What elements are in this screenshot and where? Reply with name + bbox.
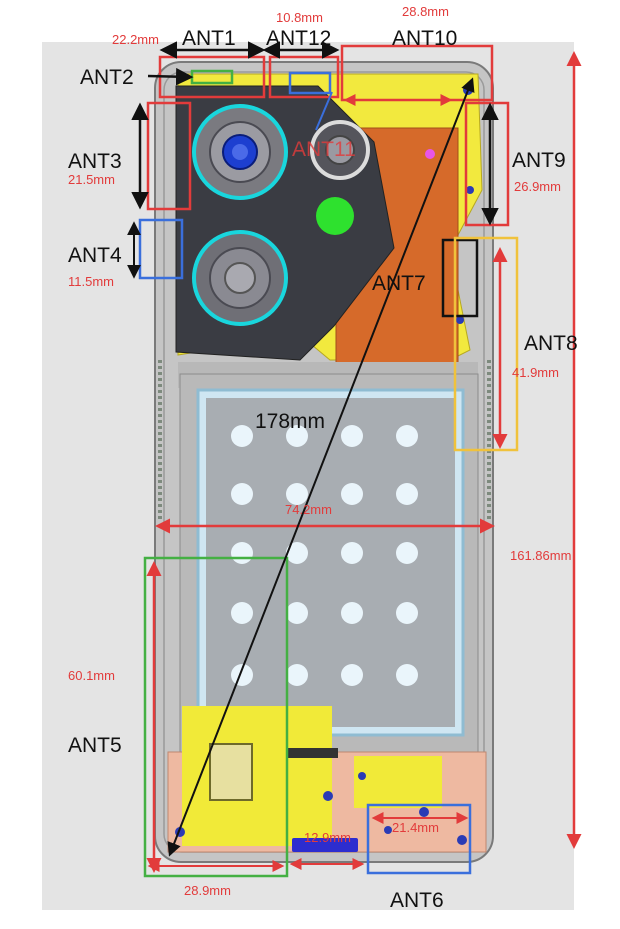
battery-dot [286, 542, 308, 564]
battery-dot [286, 602, 308, 624]
phone-height-label: 161.86mm [510, 548, 571, 563]
bottom-yellow-right [354, 756, 442, 808]
ant5-label: ANT5 [68, 734, 122, 757]
ant4-height-label: 11.5mm [68, 274, 114, 289]
ant8-label: ANT8 [524, 332, 578, 355]
battery-dot [341, 483, 363, 505]
ant2-pointer [147, 67, 194, 86]
ant12-label: ANT12 [266, 27, 331, 50]
ant6-width-label: 21.4mm [392, 820, 439, 835]
ant5-height-label: 60.1mm [68, 668, 115, 683]
camera-lens-bottom [192, 230, 288, 326]
ant1-label: ANT1 [182, 27, 236, 50]
bottom-yellow-block [209, 743, 253, 801]
flash-green [316, 197, 354, 235]
ant10-label: ANT10 [392, 27, 457, 50]
battery-dot [286, 664, 308, 686]
battery-dot [341, 664, 363, 686]
ant4-label: ANT4 [68, 244, 122, 267]
ant6-label: ANT6 [390, 889, 444, 912]
bottom-component [286, 748, 338, 758]
battery-dot [231, 483, 253, 505]
ant9-height-label: 26.9mm [514, 179, 561, 194]
ant8-height-label: 41.9mm [512, 365, 559, 380]
ant7-label: ANT7 [372, 272, 426, 295]
bottom-yellow-left [182, 706, 332, 846]
ant3-label: ANT3 [68, 150, 122, 173]
ant12-width-label: 10.8mm [276, 10, 323, 25]
battery-dot [396, 602, 418, 624]
diagonal-label: 178mm [255, 410, 325, 433]
diagonal-arrow [167, 77, 475, 857]
battery-dot [231, 602, 253, 624]
battery-dot [231, 425, 253, 447]
ant9-label: ANT9 [512, 149, 566, 172]
ant3-height-label: 21.5mm [68, 172, 115, 187]
ant10-width-label: 28.8mm [402, 4, 449, 19]
camera-lens-top [192, 104, 288, 200]
battery-dot [341, 425, 363, 447]
sensor-dot [425, 149, 435, 159]
ant1-width-label: 22.2mm [112, 32, 159, 47]
battery-dot [231, 542, 253, 564]
ant2-label: ANT2 [80, 66, 134, 89]
ant5-width-label: 28.9mm [184, 883, 231, 898]
battery-dot [341, 542, 363, 564]
battery-dot [396, 664, 418, 686]
battery-dot [396, 542, 418, 564]
phone-width-label: 74.2mm [285, 502, 332, 517]
battery-dot [396, 425, 418, 447]
battery-dot [341, 602, 363, 624]
ant6-gap-label: 12.9mm [304, 830, 351, 845]
ant11-label: ANT11 [292, 138, 356, 161]
battery-dot [396, 483, 418, 505]
